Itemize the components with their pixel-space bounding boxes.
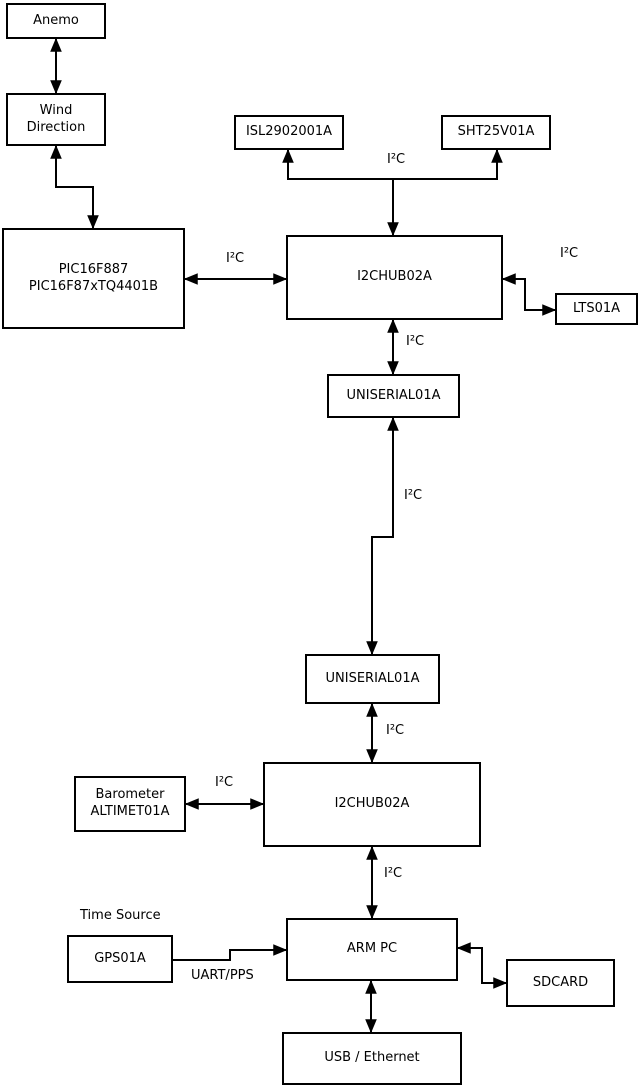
edge-label-hub1-sensors: I²C: [387, 152, 406, 167]
node-usb: USB / Ethernet: [282, 1032, 462, 1085]
node-label-isl: ISL2902001A: [245, 124, 333, 140]
node-sht: SHT25V01A: [441, 115, 551, 150]
node-isl: ISL2902001A: [234, 115, 344, 150]
edge-hub1-lts: [501, 273, 557, 316]
edge-label-uniserial1-uniserial2: I²C: [404, 488, 423, 503]
node-label-hub1: I2CHUB02A: [357, 269, 432, 285]
node-hub1: I2CHUB02A: [286, 235, 503, 320]
node-pic: PIC16F887 PIC16F87xTQ4401B: [2, 228, 185, 329]
edge-label-uniserial2-hub2: I²C: [386, 723, 405, 738]
node-label-uniserial1: UNISERIAL01A: [346, 387, 441, 403]
node-label-armpc: ARM PC: [346, 941, 398, 957]
node-label-hub2: I2CHUB02A: [334, 796, 410, 812]
node-label-lts: LTS01A: [572, 300, 621, 316]
node-label-wind-direction: Wind Direction: [26, 102, 86, 135]
edge-label-hub2-armpc: I²C: [384, 866, 403, 881]
node-gps: GPS01A: [67, 935, 173, 983]
node-armpc: ARM PC: [286, 918, 458, 981]
node-label-uniserial2: UNISERIAL01A: [325, 670, 420, 686]
node-sdcard: SDCARD: [506, 959, 615, 1007]
node-label-anemo: Anemo: [33, 12, 79, 28]
node-uniserial2: UNISERIAL01A: [305, 654, 440, 704]
edge-label-pic-hub1: I²C: [226, 251, 245, 266]
node-uniserial1: UNISERIAL01A: [327, 374, 460, 418]
edge-label-barometer-hub2: I²C: [215, 775, 234, 790]
node-barometer: Barometer ALTIMET01A: [74, 776, 186, 832]
edge-label-hub1-uniserial1: I²C: [406, 334, 425, 349]
edge-wind-pic: [50, 144, 99, 230]
edge-label-hub1-lts: I²C: [560, 246, 579, 261]
edge-uniserial1-uniserial2: [366, 416, 399, 656]
edge-gps-armpc: [173, 944, 288, 961]
edge-label-gps-armpc: UART/PPS: [191, 968, 254, 983]
node-label-sht: SHT25V01A: [457, 124, 535, 140]
node-label-pic: PIC16F887 PIC16F87xTQ4401B: [28, 261, 159, 294]
node-label-usb: USB / Ethernet: [324, 1050, 420, 1066]
label-time-source: Time Source: [80, 908, 161, 923]
node-hub2: I2CHUB02A: [263, 762, 481, 847]
node-anemo: Anemo: [6, 3, 106, 39]
node-wind-direction: Wind Direction: [6, 93, 106, 146]
node-label-barometer: Barometer ALTIMET01A: [90, 787, 170, 819]
edge-armpc-sdcard: [456, 942, 508, 989]
node-label-gps: GPS01A: [94, 950, 146, 966]
node-label-sdcard: SDCARD: [532, 974, 589, 990]
node-lts: LTS01A: [555, 293, 638, 325]
